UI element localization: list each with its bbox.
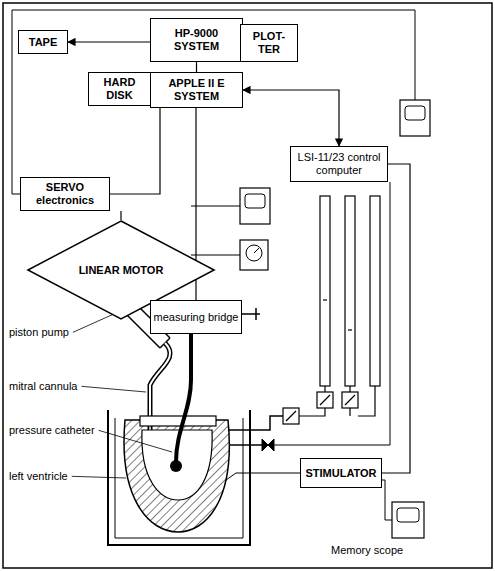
signal-wire bbox=[12, 194, 20, 195]
signal-wire bbox=[12, 10, 415, 194]
pressure-column bbox=[320, 196, 380, 386]
box-label: HP-9000 SYSTEM bbox=[151, 27, 242, 52]
tube bbox=[230, 444, 262, 446]
box-label: SERVO electronics bbox=[21, 181, 109, 206]
pressure-catheter bbox=[176, 330, 191, 462]
signal-connector bbox=[243, 90, 339, 146]
part-label: Memory scope bbox=[330, 544, 404, 557]
box-label: measuring bridge bbox=[154, 311, 239, 324]
signal-connector bbox=[68, 41, 150, 42]
oscilloscope-icon bbox=[240, 188, 270, 224]
part-label: pressure catheter bbox=[8, 424, 96, 437]
device-box: STIMULATOR bbox=[300, 458, 382, 488]
box-label: LINEAR MOTOR bbox=[79, 264, 164, 277]
computer-box: HP-9000 SYSTEM bbox=[150, 18, 243, 62]
part-label: piston pump bbox=[8, 326, 70, 339]
tube bbox=[299, 386, 375, 416]
box-label: APPLE II E SYSTEM bbox=[151, 77, 242, 102]
electrode-wire bbox=[226, 473, 300, 480]
leader-line bbox=[81, 386, 146, 392]
leader-line bbox=[72, 476, 126, 478]
meter-icon bbox=[240, 240, 268, 270]
storage-box: TAPE bbox=[18, 30, 68, 54]
tube bbox=[274, 182, 390, 445]
device-box: PLOT- TER bbox=[240, 24, 298, 62]
tube bbox=[228, 416, 283, 430]
box-label: STIMULATOR bbox=[305, 467, 376, 480]
leader-line bbox=[99, 430, 172, 452]
computer-box: LSI-11/23 control computer bbox=[290, 146, 388, 182]
signal-wire bbox=[191, 255, 240, 256]
oscilloscope-icon bbox=[400, 100, 430, 136]
storage-box: HARD DISK bbox=[88, 72, 151, 106]
box-label: TAPE bbox=[29, 36, 58, 49]
catheter-tip bbox=[170, 460, 182, 472]
box-label: LSI-11/23 control computer bbox=[291, 151, 387, 176]
signal-connector bbox=[110, 108, 160, 194]
outer-frame bbox=[3, 3, 492, 568]
computer-box: APPLE II E SYSTEM bbox=[150, 72, 243, 108]
amplifier-box: measuring bridge bbox=[150, 300, 242, 334]
box-label: HARD DISK bbox=[89, 76, 150, 101]
cannula-holder bbox=[140, 416, 216, 426]
valve bbox=[283, 392, 358, 424]
box-label: PLOT- TER bbox=[241, 30, 297, 55]
part-label: mitral cannula bbox=[8, 380, 78, 393]
controller-box: SERVO electronics bbox=[20, 177, 110, 211]
check-valve bbox=[262, 439, 274, 451]
signal-connector bbox=[382, 164, 410, 473]
signal-connector bbox=[120, 211, 121, 220]
signal-connector bbox=[196, 62, 197, 72]
left-ventricle bbox=[124, 420, 229, 532]
oscilloscope-icon bbox=[392, 502, 424, 538]
part-label: left ventricle bbox=[8, 470, 69, 483]
signal-wire bbox=[191, 206, 240, 207]
